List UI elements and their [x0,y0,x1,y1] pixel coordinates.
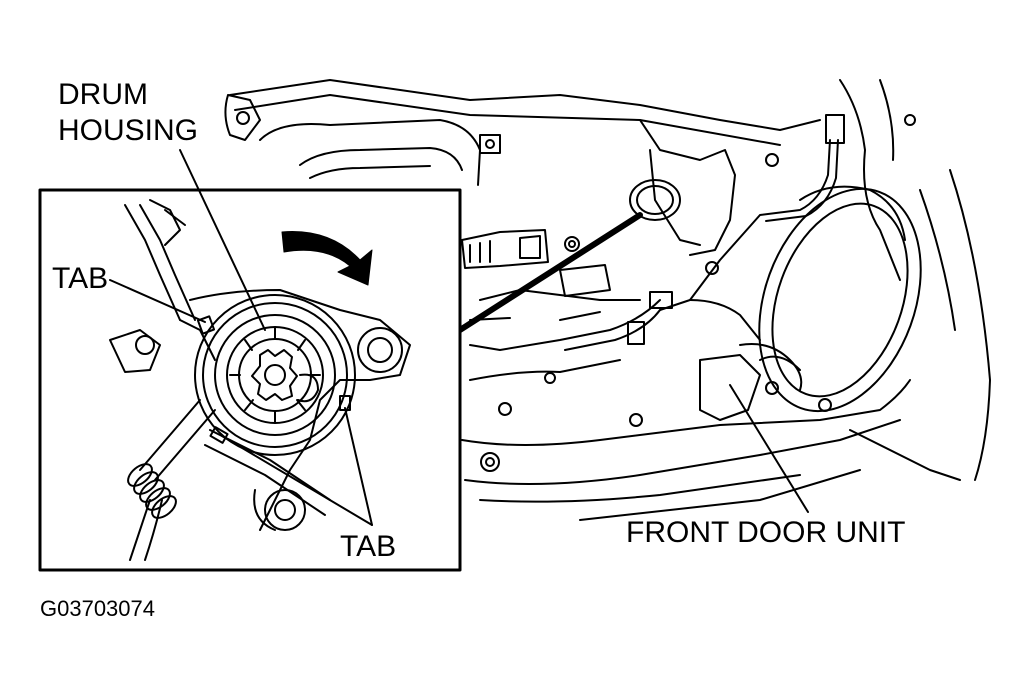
inset-drum-detail [109,199,411,561]
pointer-line [457,212,643,333]
figure-code-label: G03703074 [40,596,155,621]
door-panel [224,79,991,521]
drum-housing-label-line2: HOUSING [58,114,199,147]
inset-frame [38,188,462,572]
tab-label-bottom: TAB [340,530,397,563]
leader-lines [109,149,809,526]
drum-housing-label-line1: DRUM [58,78,148,111]
spring [127,463,177,519]
rotation-arrow-icon [281,231,373,286]
tab-label-top: TAB [52,262,109,295]
front-door-unit-label: FRONT DOOR UNIT [626,516,906,549]
